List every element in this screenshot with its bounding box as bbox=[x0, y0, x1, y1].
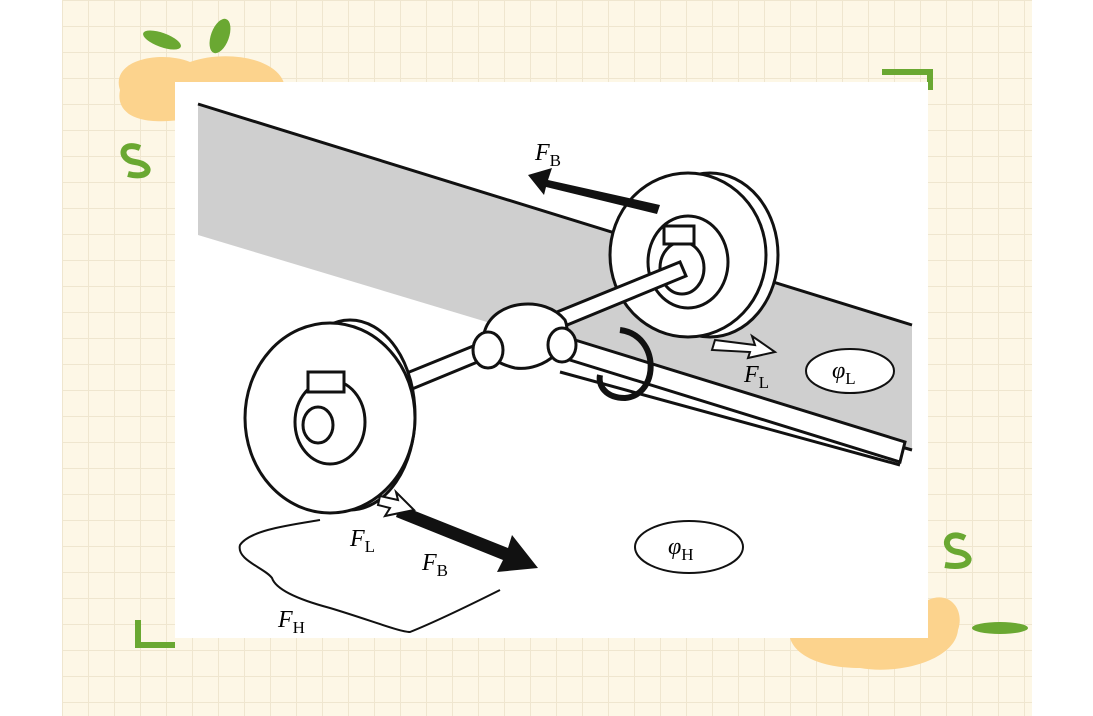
road-edge-lower bbox=[559, 370, 901, 467]
label-angle-right: φH bbox=[668, 534, 694, 564]
leaf-icon bbox=[209, 18, 231, 54]
label-braking-force-bottom: FB bbox=[421, 550, 448, 580]
leaf-icon bbox=[143, 30, 181, 50]
corner-mark-top-right bbox=[882, 69, 933, 90]
braking-force-arrow-top bbox=[528, 168, 660, 214]
corner-mark-bottom-left bbox=[135, 620, 175, 648]
orange-blob-bottom bbox=[790, 597, 960, 670]
rotation-arrow-icon bbox=[596, 327, 654, 402]
braking-force-arrow-bottom bbox=[396, 505, 538, 572]
swirl-icon bbox=[120, 143, 151, 179]
swirl-icon bbox=[944, 532, 972, 569]
label-angle-left: φL bbox=[832, 358, 856, 388]
label-rear-force: FH bbox=[277, 607, 305, 637]
differential bbox=[471, 302, 578, 370]
label-lateral-force-left: FL bbox=[349, 526, 375, 556]
lateral-force-arrow-left bbox=[376, 488, 417, 518]
lateral-force-arrow-right bbox=[710, 333, 778, 360]
angle-right-ellipse bbox=[634, 520, 744, 574]
road-edge-top bbox=[197, 102, 913, 327]
leaf-icon bbox=[972, 622, 1028, 634]
label-braking-force-top: FB bbox=[534, 140, 561, 170]
road-surface bbox=[198, 104, 912, 450]
right-wheel bbox=[608, 171, 780, 339]
angle-left-ellipse bbox=[805, 348, 895, 394]
label-lateral-force-right: FL bbox=[743, 362, 769, 392]
rear-force-brace bbox=[238, 519, 501, 634]
left-wheel bbox=[243, 318, 417, 515]
